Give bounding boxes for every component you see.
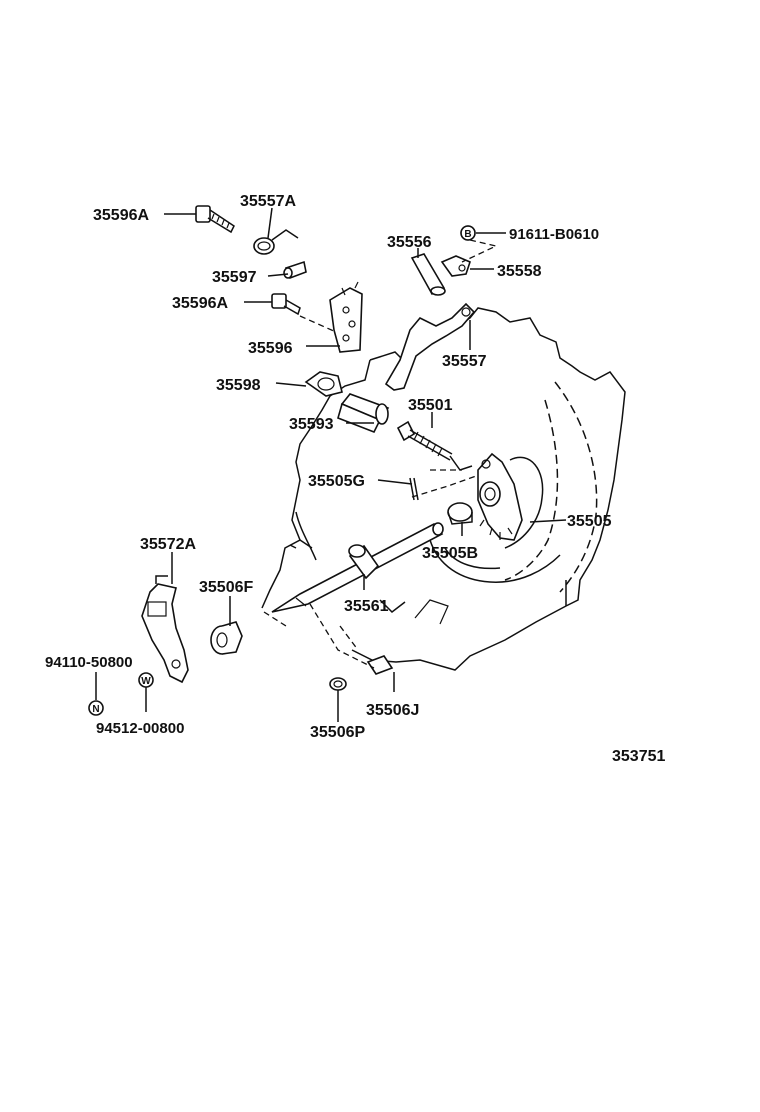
- callout-35572a: 35572A: [140, 536, 196, 553]
- circled-n-icon: [88, 700, 104, 716]
- bushing-35505b: [447, 502, 473, 525]
- assembly-guide-lines: [263, 239, 498, 669]
- bolt-35596a-lower: [271, 293, 301, 316]
- callout-35598: 35598: [216, 377, 261, 394]
- control-lever-35572a: [141, 575, 189, 684]
- detent-plate-35505: [477, 452, 523, 541]
- circled-n-letter: N: [92, 704, 99, 715]
- callout-symbols: B N W: [88, 225, 476, 716]
- callout-35505b: 35505B: [422, 545, 478, 562]
- callout-35557a: 35557A: [240, 193, 296, 210]
- callout-labels: 35596A 35557A 35556 91611-B0610 35558 35…: [45, 193, 612, 741]
- callout-35506p: 35506P: [310, 724, 365, 741]
- diagram-code: 353751: [612, 748, 665, 765]
- lever-bracket-35596: [329, 281, 363, 353]
- pin-35556: [410, 253, 446, 296]
- callout-35505: 35505: [567, 513, 612, 530]
- spring-35557a: [253, 229, 299, 255]
- callout-35501: 35501: [408, 397, 453, 414]
- callout-35505g: 35505G: [308, 473, 365, 490]
- callout-35597: 35597: [212, 269, 257, 286]
- circled-w-icon: [138, 672, 154, 688]
- callout-94512-00800: 94512-00800: [96, 720, 184, 737]
- leader-lines: [95, 207, 567, 722]
- callout-35596a-top: 35596A: [93, 207, 149, 224]
- callout-94110-50800: 94110-50800: [45, 654, 133, 671]
- circled-b-icon: [460, 225, 476, 241]
- bolt-35596a-top: [195, 205, 235, 234]
- sleeve-35593: [337, 393, 390, 434]
- callout-91611-b0610: 91611-B0610: [509, 226, 599, 243]
- seal-35506j: [366, 655, 394, 675]
- lever-plate-35557: [384, 302, 476, 391]
- collar-35598: [304, 371, 343, 397]
- manual-shaft-35561: [271, 522, 444, 613]
- callout-35506f: 35506F: [199, 579, 253, 596]
- callout-35596: 35596: [248, 340, 293, 357]
- clip-35558: [440, 255, 471, 277]
- o-ring-35506p: [329, 677, 347, 691]
- callout-35557: 35557: [442, 353, 487, 370]
- callout-35593: 35593: [289, 416, 334, 433]
- callout-35596a-lower: 35596A: [172, 295, 228, 312]
- callout-35556: 35556: [387, 234, 432, 251]
- callout-35506j: 35506J: [366, 702, 419, 719]
- circled-b-letter: B: [464, 229, 471, 240]
- callout-35561: 35561: [344, 598, 389, 615]
- oil-seal-35506f: [210, 621, 243, 655]
- callout-35558: 35558: [497, 263, 542, 280]
- rod-35501: [396, 420, 473, 471]
- circled-w-letter: W: [141, 676, 151, 687]
- pin-35597: [283, 260, 307, 280]
